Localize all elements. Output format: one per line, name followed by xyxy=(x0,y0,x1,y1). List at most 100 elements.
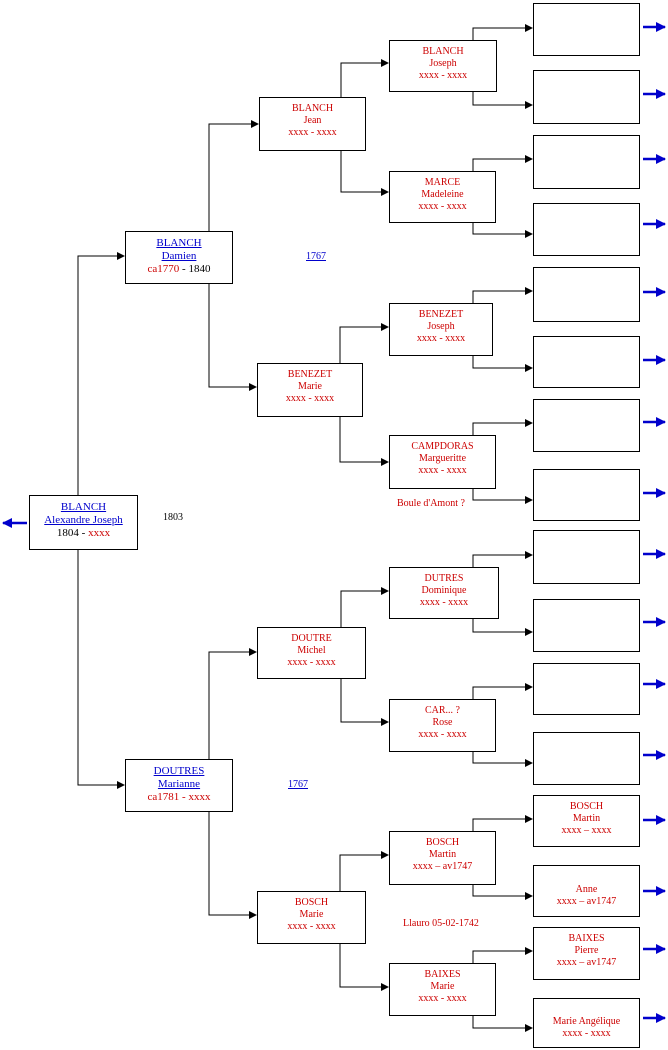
person-empty[interactable] xyxy=(533,469,640,521)
person-empty[interactable] xyxy=(533,135,640,189)
person-empty[interactable] xyxy=(533,267,640,322)
person-empty[interactable] xyxy=(533,599,640,652)
dates: xxxx - xxxx xyxy=(416,333,466,344)
connector-ff-ffm xyxy=(340,150,389,196)
person-fff[interactable]: BLANCH Joseph xxxx - xxxx xyxy=(389,40,497,92)
connector-mfm-down xyxy=(472,751,533,767)
person-root[interactable]: BLANCH Alexandre Joseph 1804 - xxxx xyxy=(29,495,138,550)
surname: BOSCH xyxy=(569,801,604,812)
surname: BLANCH xyxy=(291,103,334,114)
dates: xxxx - xxxx xyxy=(419,597,469,608)
surname: BAIXES xyxy=(424,969,461,980)
connector-mm-mmm xyxy=(339,943,389,991)
dates: xxxx - xxxx xyxy=(287,921,336,932)
person-mfm[interactable]: CAR... ? Rose xxxx - xxxx xyxy=(389,699,496,752)
given-name: Martin xyxy=(428,849,457,860)
given-name: Joseph xyxy=(427,321,455,332)
father-dates: ca1770 - 1840 xyxy=(147,263,211,275)
connector-father-fm xyxy=(208,283,257,391)
connector-fmm-up xyxy=(472,419,533,435)
given-name: Marie xyxy=(430,981,455,992)
dates: xxxx - xxxx xyxy=(418,993,467,1004)
given-name: Michel xyxy=(297,645,326,656)
connector-mf-mff xyxy=(340,587,389,627)
person-empty[interactable] xyxy=(533,3,640,56)
surname: BENEZET xyxy=(418,309,464,320)
connector-fmm-down xyxy=(472,488,533,504)
dates: xxxx - xxxx xyxy=(288,127,337,138)
person-empty[interactable] xyxy=(533,336,640,388)
person-paternal-grandfather[interactable]: BLANCH Jean xxxx - xxxx xyxy=(259,97,366,151)
person-fmm[interactable]: CAMPDORAS Margueritte xxxx - xxxx xyxy=(389,435,496,489)
father-surname[interactable]: BLANCH xyxy=(156,237,202,249)
person-mmf[interactable]: BOSCH Martin xxxx – av1747 xyxy=(389,831,496,885)
person-paternal-grandmother[interactable]: BENEZET Marie xxxx - xxxx xyxy=(257,363,363,417)
mother-dates: ca1781 - xxxx xyxy=(147,791,211,803)
person-maternal-grandmother[interactable]: BOSCH Marie xxxx - xxxx xyxy=(257,891,366,944)
connector-mother-mm xyxy=(208,811,257,919)
surname: BENEZET xyxy=(287,369,333,380)
given-name: Dominique xyxy=(421,585,467,596)
root-given-name[interactable]: Alexandre Joseph xyxy=(44,514,123,526)
given-name: Martin xyxy=(572,813,601,824)
dates: xxxx – av1747 xyxy=(412,861,473,872)
mother-given-name[interactable]: Marianne xyxy=(157,778,201,790)
connector-mmf-down xyxy=(472,884,533,900)
person-empty[interactable] xyxy=(533,70,640,124)
person-empty[interactable] xyxy=(533,663,640,715)
given-name: Rose xyxy=(432,717,453,728)
root-surname[interactable]: BLANCH xyxy=(60,501,107,513)
given-name: Anne xyxy=(575,884,598,895)
father-marriage-link[interactable]: 1767 xyxy=(306,251,326,262)
root-dates: 1804 - xxxx xyxy=(56,527,111,539)
person-father[interactable]: BLANCH Damien ca1770 - 1840 xyxy=(125,231,233,284)
connector-fm-fmm xyxy=(339,416,389,466)
connector-fm-fmf xyxy=(339,323,389,363)
person-mmm[interactable]: BAIXES Marie xxxx - xxxx xyxy=(389,963,496,1016)
dates: xxxx - xxxx xyxy=(418,201,467,212)
person-empty[interactable] xyxy=(533,530,640,584)
person-maternal-grandfather[interactable]: DOUTRE Michel xxxx - xxxx xyxy=(257,627,366,679)
dates: xxxx - xxxx xyxy=(418,70,468,81)
dates: xxxx - xxxx xyxy=(287,657,336,668)
person-mmmm[interactable]: Marie Angélique xxxx - xxxx xyxy=(533,998,640,1048)
person-ffm[interactable]: MARCE Madeleine xxxx - xxxx xyxy=(389,171,496,223)
connector-ff-fff xyxy=(340,59,389,97)
connector-ffm-up xyxy=(472,155,533,171)
person-mmff[interactable]: BOSCH Martin xxxx – xxxx xyxy=(533,795,640,847)
connector-mm-mmf xyxy=(339,851,389,891)
mother-marriage-link[interactable]: 1767 xyxy=(288,779,308,790)
given-name: Joseph xyxy=(429,58,457,69)
place-note-llauro: Llauro 05-02-1742 xyxy=(403,918,479,929)
connector-root-mother xyxy=(77,549,125,789)
root-birth: 1804 xyxy=(56,527,79,539)
surname: BOSCH xyxy=(294,897,329,908)
person-mother[interactable]: DOUTRES Marianne ca1781 - xxxx xyxy=(125,759,233,812)
given-name: Marie xyxy=(298,381,322,392)
person-mmfm[interactable]: Anne xxxx – av1747 xyxy=(533,865,640,917)
connector-ffm-down xyxy=(472,222,533,238)
connector-mmf-up xyxy=(472,815,533,831)
father-birth: ca1770 xyxy=(147,263,180,275)
person-empty[interactable] xyxy=(533,399,640,452)
father-given-name[interactable]: Damien xyxy=(161,250,197,262)
person-mmmf[interactable]: BAIXES Pierre xxxx – av1747 xyxy=(533,927,640,980)
surname: BLANCH xyxy=(422,46,464,57)
given-name: Pierre xyxy=(574,945,599,956)
person-empty[interactable] xyxy=(533,203,640,256)
person-mff[interactable]: DUTRES Dominique xxxx - xxxx xyxy=(389,567,499,619)
mother-surname[interactable]: DOUTRES xyxy=(153,765,205,777)
surname: CAMPDORAS xyxy=(411,441,474,452)
given-name: Margueritte xyxy=(418,453,467,464)
place-note-boule: Boule d'Amont ? xyxy=(397,498,465,509)
surname: DUTRES xyxy=(424,573,464,584)
person-empty[interactable] xyxy=(533,732,640,785)
dates: xxxx - xxxx xyxy=(285,393,335,404)
father-death: 1840 xyxy=(188,263,211,275)
connector-mfm-up xyxy=(472,683,533,699)
person-fmf[interactable]: BENEZET Joseph xxxx - xxxx xyxy=(389,303,493,356)
connector-root-father xyxy=(77,252,125,495)
dates: xxxx - xxxx xyxy=(418,729,467,740)
given-name: Jean xyxy=(303,115,322,126)
